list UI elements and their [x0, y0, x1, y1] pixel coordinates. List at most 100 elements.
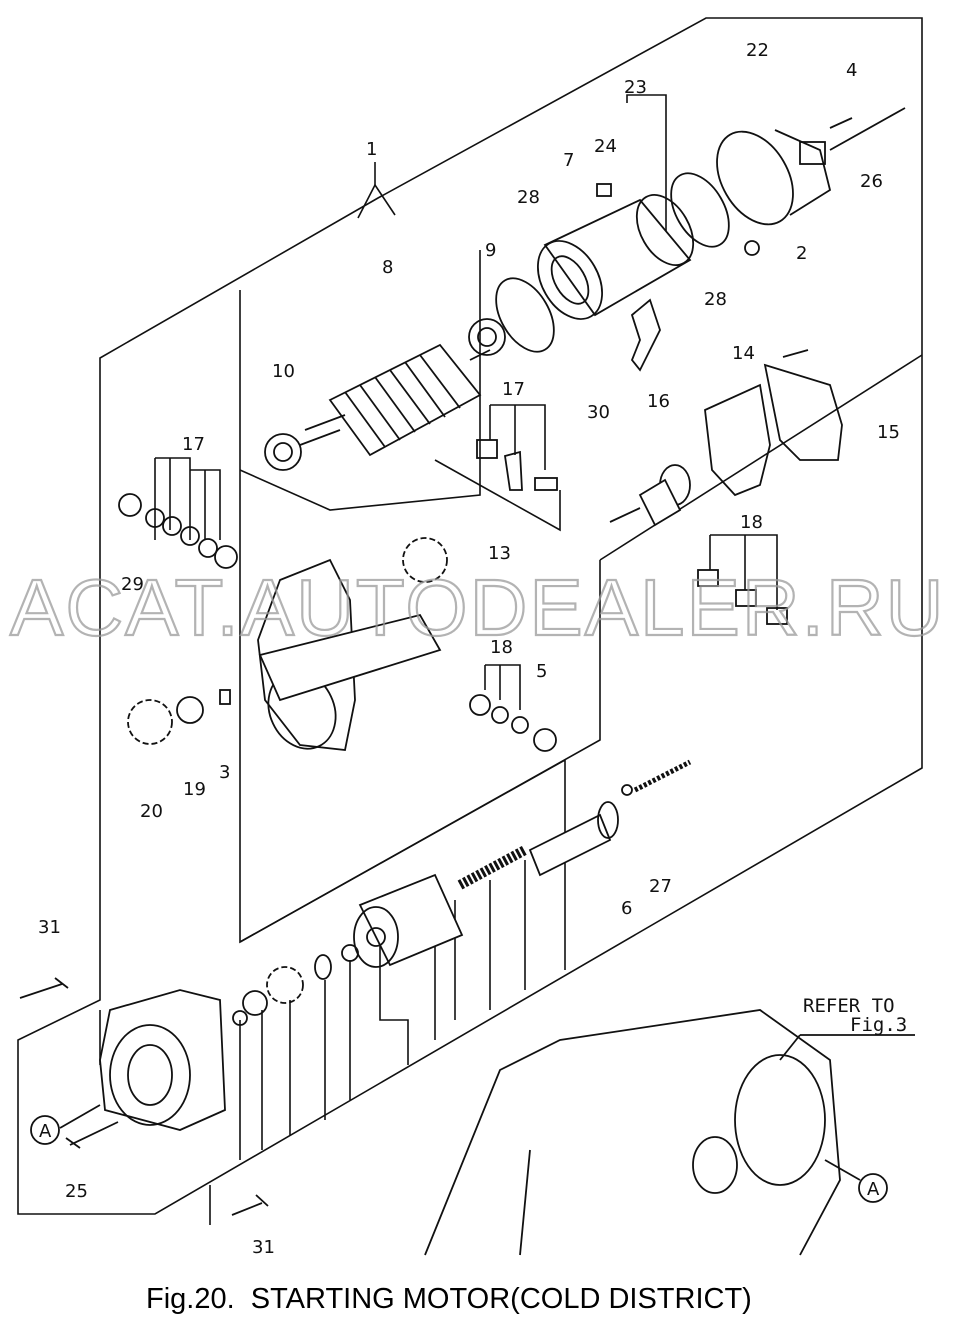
bolt-25: [65, 1121, 119, 1149]
clip-17c: [534, 477, 558, 491]
nut-5: [533, 728, 557, 752]
callout-3: 3: [219, 762, 230, 783]
ref-a-left-circle: [30, 1115, 60, 1145]
snap-ring: [232, 1010, 248, 1026]
washer-17-3: [180, 526, 200, 546]
arrow-a-right: [824, 1159, 861, 1181]
callout-17-upper: 17: [182, 434, 205, 455]
clip-17a: [476, 439, 498, 459]
watermark: ACAT.AUTODEALER.RU: [10, 563, 945, 652]
nut-29: [118, 493, 142, 517]
part-24: [596, 183, 612, 197]
refer-leader: [779, 1034, 801, 1061]
bearing-10: [264, 433, 302, 471]
housing: [257, 558, 442, 751]
callout-24: 24: [594, 136, 617, 157]
washer-17-1: [145, 508, 165, 528]
plunger-16: [609, 464, 691, 527]
bolt-4: [829, 117, 853, 129]
callout-31-upper: 31: [38, 917, 61, 938]
callout-18-center: 18: [490, 637, 513, 658]
ring-small: [341, 944, 359, 962]
spring-clutch: [457, 845, 528, 890]
part-18c-3: [511, 716, 529, 734]
callout-17-lower: 17: [502, 379, 525, 400]
group-outlines: [17, 17, 923, 1225]
ball-6: [621, 784, 633, 796]
o-ring-28-right: [670, 172, 730, 248]
callout-18-right: 18: [740, 512, 763, 533]
callout-6: 6: [621, 898, 632, 919]
parts-artwork: [19, 107, 915, 1256]
o-ring-28-left: [495, 277, 555, 353]
callout-30: 30: [587, 402, 610, 423]
nut-2: [744, 240, 760, 256]
part-18r-2: [735, 589, 757, 607]
bushing-ring: [242, 990, 268, 1016]
bolt-31-lower: [231, 1194, 269, 1216]
rear-cover-22: [716, 129, 832, 226]
part-18r-1: [697, 569, 719, 587]
screw-15: [782, 349, 809, 358]
flywheel-housing: [424, 1009, 841, 1256]
ref-a-right-circle: [858, 1173, 888, 1203]
pinion-gear: [266, 966, 304, 1004]
collar-19: [176, 696, 204, 724]
overrunning-clutch: [353, 873, 464, 968]
callout-19: 19: [183, 779, 206, 800]
ref-a-right: A: [867, 1179, 880, 1200]
callout-23: 23: [624, 77, 647, 98]
plate-15: [763, 363, 843, 461]
arrow-a-left: [59, 1104, 101, 1129]
callout-25: 25: [65, 1181, 88, 1202]
gear-13: [402, 537, 448, 583]
callout-10: 10: [272, 361, 295, 382]
callout-1: 1: [366, 139, 377, 160]
lever-30: [630, 298, 661, 372]
callout-4: 4: [846, 60, 857, 81]
through-bolt-26: [829, 107, 906, 151]
gasket-14: [704, 383, 771, 497]
callout-26: 26: [860, 171, 883, 192]
callout-2: 2: [796, 243, 807, 264]
stop-ring: [314, 954, 332, 980]
yoke-7: [537, 194, 695, 320]
part-18r-3: [766, 607, 788, 625]
callout-labels: 1 2 3 4 5 6 7 8 9 10 13 14 15 16 17 17 1…: [38, 40, 900, 1258]
part-18c-1: [469, 694, 491, 716]
clip-17b: [503, 450, 523, 491]
armature-drawing: [299, 343, 491, 457]
callout-5: 5: [536, 661, 547, 682]
ref-a-left: A: [39, 1121, 52, 1142]
pin-3: [219, 689, 231, 705]
callout-20: 20: [140, 801, 163, 822]
callout-28-left: 28: [517, 187, 540, 208]
washer-17-4: [198, 538, 218, 558]
refer-to-line2: Fig.3: [850, 1014, 907, 1036]
callout-15: 15: [877, 422, 900, 443]
figure-caption: Fig.20. STARTING MOTOR(COLD DISTRICT): [146, 1283, 752, 1315]
callout-27: 27: [649, 876, 672, 897]
callout-9: 9: [485, 240, 496, 261]
washer-17-2: [162, 516, 182, 536]
callout-7: 7: [563, 150, 574, 171]
spring-27: [633, 759, 692, 793]
refer-to-line1: REFER TO: [803, 995, 895, 1017]
callout-28-right: 28: [704, 289, 727, 310]
drive-end-housing: [99, 989, 226, 1131]
callout-14: 14: [732, 343, 755, 364]
callout-8: 8: [382, 257, 393, 278]
callout-16: 16: [647, 391, 670, 412]
gear-20: [127, 699, 173, 745]
callout-22: 22: [746, 40, 769, 61]
callout-31-lower: 31: [252, 1237, 275, 1258]
callout-13: 13: [488, 543, 511, 564]
part-18c-2: [491, 706, 509, 724]
bolt-31-upper: [19, 977, 69, 999]
bearing-9: [468, 318, 506, 356]
callout-29: 29: [121, 574, 144, 595]
pinion-shaft: [528, 801, 619, 877]
washer-17-5: [214, 545, 238, 569]
